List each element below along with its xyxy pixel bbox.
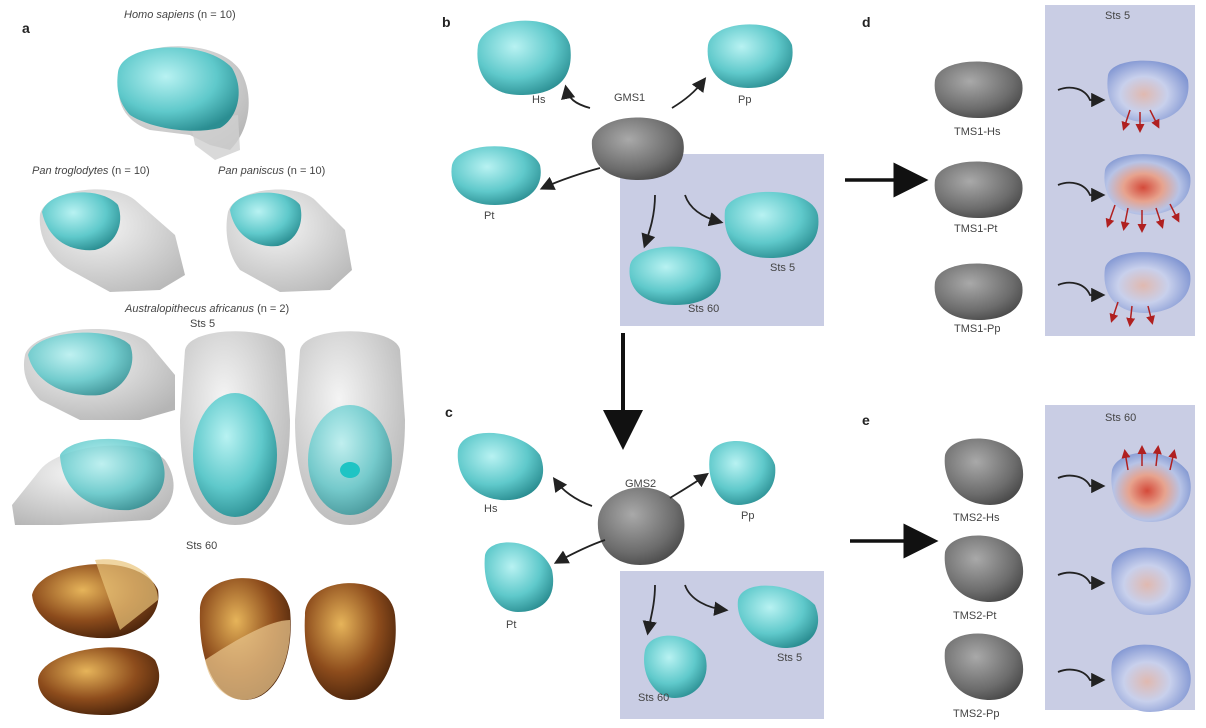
panel-d-template-pt bbox=[935, 161, 1023, 218]
panel-b-pp-label: Pp bbox=[738, 94, 751, 106]
pan-troglodytes-heading: Pan troglodytes (n = 10) bbox=[32, 165, 150, 177]
pan-paniscus-heading: Pan paniscus (n = 10) bbox=[218, 165, 325, 177]
panel-d-item-1: TMS1-Hs bbox=[954, 126, 1000, 138]
sts60-fossil-lateral-1 bbox=[32, 559, 158, 638]
panel-c-gms2-label: GMS2 bbox=[625, 478, 656, 490]
panel-c-hs-endocast bbox=[458, 433, 543, 500]
sts60-fossil-lateral-2 bbox=[38, 647, 159, 715]
panel-c-hs-label: Hs bbox=[484, 503, 497, 515]
panel-c-pt-label: Pt bbox=[506, 619, 516, 631]
arrow-gms2-to-hs bbox=[555, 480, 592, 506]
homo-sapiens-heading: Homo sapiens (n = 10) bbox=[124, 9, 236, 21]
pan-troglodytes-title: Pan troglodytes bbox=[32, 165, 108, 177]
panel-a-sts60-label: Sts 60 bbox=[186, 540, 217, 552]
panel-e-heatmap-1 bbox=[1111, 448, 1190, 522]
arrow-gms1-to-sts60 bbox=[645, 195, 655, 245]
panel-e-item-3: TMS2-Pp bbox=[953, 708, 999, 720]
panel-d-item-2: TMS1-Pt bbox=[954, 223, 997, 235]
panel-b-pt-endocast bbox=[451, 146, 540, 205]
panel-e-arrow-1 bbox=[1058, 476, 1102, 486]
pan-paniscus-n: (n = 10) bbox=[287, 165, 325, 177]
sts5-lateral-view-2 bbox=[12, 439, 174, 525]
homo-sapiens-n: (n = 10) bbox=[197, 9, 235, 21]
panel-c-label: c bbox=[445, 404, 453, 420]
panel-c-pp-label: Pp bbox=[741, 510, 754, 522]
panel-b-pt-label: Pt bbox=[484, 210, 494, 222]
arrow-gms1-to-hs bbox=[566, 88, 590, 108]
panel-d-arrow-3 bbox=[1058, 283, 1102, 295]
pan-troglodytes-skull bbox=[40, 189, 185, 292]
homo-sapiens-skull bbox=[117, 46, 248, 160]
pan-paniscus-skull bbox=[227, 190, 353, 292]
arrow-gms1-to-sts5 bbox=[685, 195, 720, 222]
panel-e-item-1: TMS2-Hs bbox=[953, 512, 999, 524]
panel-e-label: e bbox=[862, 412, 870, 428]
panel-e-template-pp bbox=[945, 633, 1023, 700]
pan-troglodytes-n: (n = 10) bbox=[112, 165, 150, 177]
arrow-gms1-to-pt bbox=[543, 168, 600, 188]
panel-d-heatmap-2 bbox=[1104, 154, 1190, 230]
arrow-gms2-to-sts60 bbox=[648, 585, 655, 632]
sts60-fossil-superior bbox=[200, 578, 291, 700]
australopithecus-heading: Australopithecus africanus (n = 2) bbox=[125, 303, 289, 315]
panel-b-gms1-label: GMS1 bbox=[614, 92, 645, 104]
panel-c-pt-endocast bbox=[485, 542, 554, 612]
sts5-lateral-view-1 bbox=[24, 329, 175, 420]
australopithecus-title: Australopithecus africanus bbox=[125, 303, 254, 315]
panel-d-template-pp bbox=[935, 263, 1023, 320]
panel-d-arrow-2 bbox=[1058, 183, 1102, 195]
panel-d-item-3: TMS1-Pp bbox=[954, 323, 1000, 335]
panel-e-heatmap-3 bbox=[1111, 645, 1190, 712]
arrow-gms1-to-pp bbox=[672, 80, 704, 108]
panel-e-box-title: Sts 60 bbox=[1105, 412, 1136, 424]
panel-c-sts5-label: Sts 5 bbox=[777, 652, 802, 664]
panel-e-arrow-3 bbox=[1058, 670, 1102, 680]
panel-b-sts60-endocast bbox=[629, 247, 720, 305]
panel-e-item-2: TMS2-Pt bbox=[953, 610, 996, 622]
pan-paniscus-title: Pan paniscus bbox=[218, 165, 284, 177]
panel-b-sts5-label: Sts 5 bbox=[770, 262, 795, 274]
arrow-gms2-to-sts5 bbox=[685, 585, 725, 610]
panel-d-template-hs bbox=[935, 61, 1023, 118]
panel-c-sts5-endocast bbox=[738, 586, 818, 648]
arrow-gms2-to-pp bbox=[670, 475, 706, 498]
sts5-superior-view bbox=[180, 331, 290, 525]
panel-b-sts60-label: Sts 60 bbox=[688, 303, 719, 315]
panel-e-template-hs bbox=[945, 438, 1023, 505]
panel-b-sts5-endocast bbox=[725, 192, 819, 258]
panel-c-pp-endocast bbox=[709, 441, 775, 505]
panel-e-template-pt bbox=[945, 535, 1023, 602]
panel-d-heatmap-3 bbox=[1104, 252, 1190, 324]
panel-d-box-title: Sts 5 bbox=[1105, 10, 1130, 22]
sts60-fossil-inferior bbox=[305, 583, 396, 700]
panel-a-label: a bbox=[22, 20, 30, 36]
panel-e-arrow-2 bbox=[1058, 573, 1102, 583]
panel-b-gms1-template bbox=[592, 118, 684, 181]
panel-c-sts60-endocast bbox=[644, 636, 707, 698]
panel-e-heatmap-2 bbox=[1111, 548, 1190, 615]
panel-c-sts60-label: Sts 60 bbox=[638, 692, 669, 704]
panel-b-label: b bbox=[442, 14, 451, 30]
panel-b-hs-label: Hs bbox=[532, 94, 545, 106]
panel-b-pp-endocast bbox=[708, 24, 793, 88]
arrow-gms2-to-pt bbox=[557, 540, 605, 562]
panel-d-label: d bbox=[862, 14, 871, 30]
panel-d-arrow-1 bbox=[1058, 88, 1102, 100]
sts5-inferior-view bbox=[295, 331, 405, 525]
panel-b-hs-endocast bbox=[477, 21, 570, 95]
panel-a-sts5-label: Sts 5 bbox=[190, 318, 215, 330]
australopithecus-n: (n = 2) bbox=[257, 303, 289, 315]
homo-sapiens-title: Homo sapiens bbox=[124, 9, 194, 21]
panel-c-gms2-template bbox=[598, 487, 685, 565]
panel-d-heatmap-1 bbox=[1107, 61, 1188, 130]
